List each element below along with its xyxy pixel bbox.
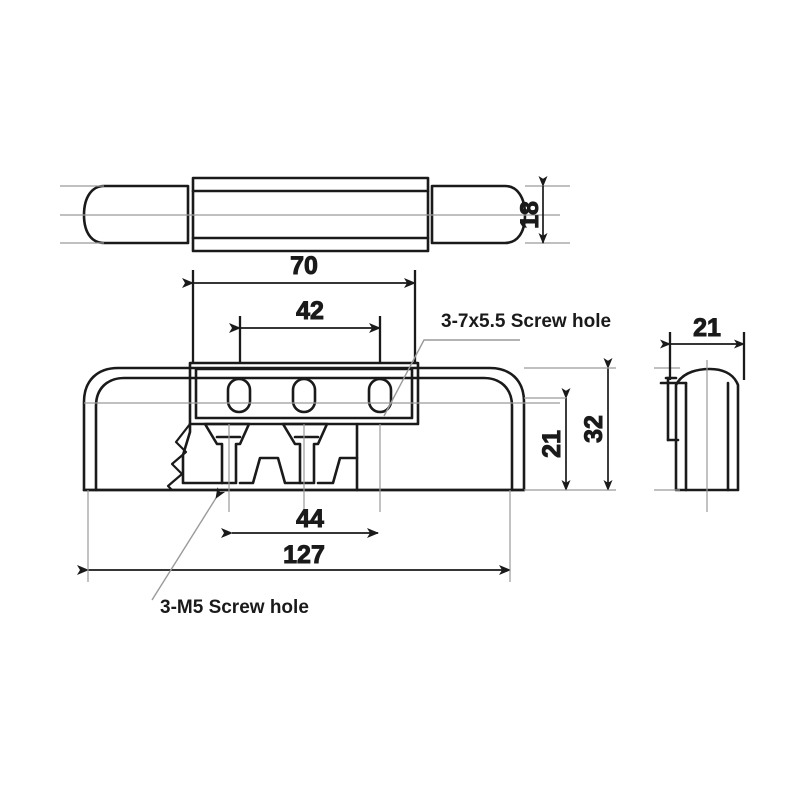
mounting-plate-outer — [188, 361, 420, 426]
top-view-center-block — [191, 176, 430, 253]
dimension-value-42: 42 — [296, 297, 324, 325]
oval-slot-left — [226, 377, 252, 414]
dimension-body-width: 21 — [660, 314, 746, 380]
front-view — [82, 361, 526, 492]
dimension-plate-overall: 70 — [182, 252, 417, 363]
dimension-value-44: 44 — [296, 505, 324, 533]
side-view — [659, 367, 740, 492]
note-text-screw-hole-top: 3-7x5.5 Screw hole — [441, 311, 611, 332]
screw-boss-left — [203, 422, 251, 485]
dimension-value-127: 127 — [283, 541, 325, 569]
oval-slot-right — [367, 377, 393, 414]
mounting-plate-inner — [194, 367, 414, 420]
dimension-value-21-front: 21 — [538, 430, 566, 458]
dimension-value-21-side: 21 — [693, 314, 721, 342]
side-view-outer — [674, 367, 740, 492]
note-screw-hole-bottom: 3-M5 Screw hole — [151, 487, 309, 618]
recess-profile-right — [316, 456, 359, 492]
dimension-body-inner-height: 21 — [524, 388, 571, 491]
dimension-overall-length: 127 — [77, 490, 511, 582]
leader-line-top-note — [383, 339, 520, 417]
dimension-overall-height: 32 — [524, 358, 616, 491]
dimension-value-18: 18 — [516, 201, 544, 229]
break-line — [166, 422, 192, 492]
note-text-screw-hole-bottom: 3-M5 Screw hole — [160, 597, 309, 618]
annotations: 3-7x5.5 Screw hole 3-M5 Screw hole — [151, 311, 611, 618]
oval-slot-center — [291, 377, 317, 414]
dimension-bar-height: 18 — [516, 176, 548, 244]
dimension-boss-spacing: 44 — [221, 505, 379, 538]
recess-profile-left — [181, 422, 224, 485]
note-screw-hole-top: 3-7x5.5 Screw hole — [383, 311, 611, 417]
front-view-outer-shell — [82, 366, 526, 492]
screw-boss-center — [281, 422, 329, 485]
dimension-slot-spacing: 42 — [229, 297, 382, 363]
dimension-value-70: 70 — [290, 252, 318, 280]
dimension-value-32: 32 — [580, 415, 608, 443]
leader-line-bottom-note — [151, 487, 226, 601]
recess-profile-middle — [238, 456, 302, 485]
